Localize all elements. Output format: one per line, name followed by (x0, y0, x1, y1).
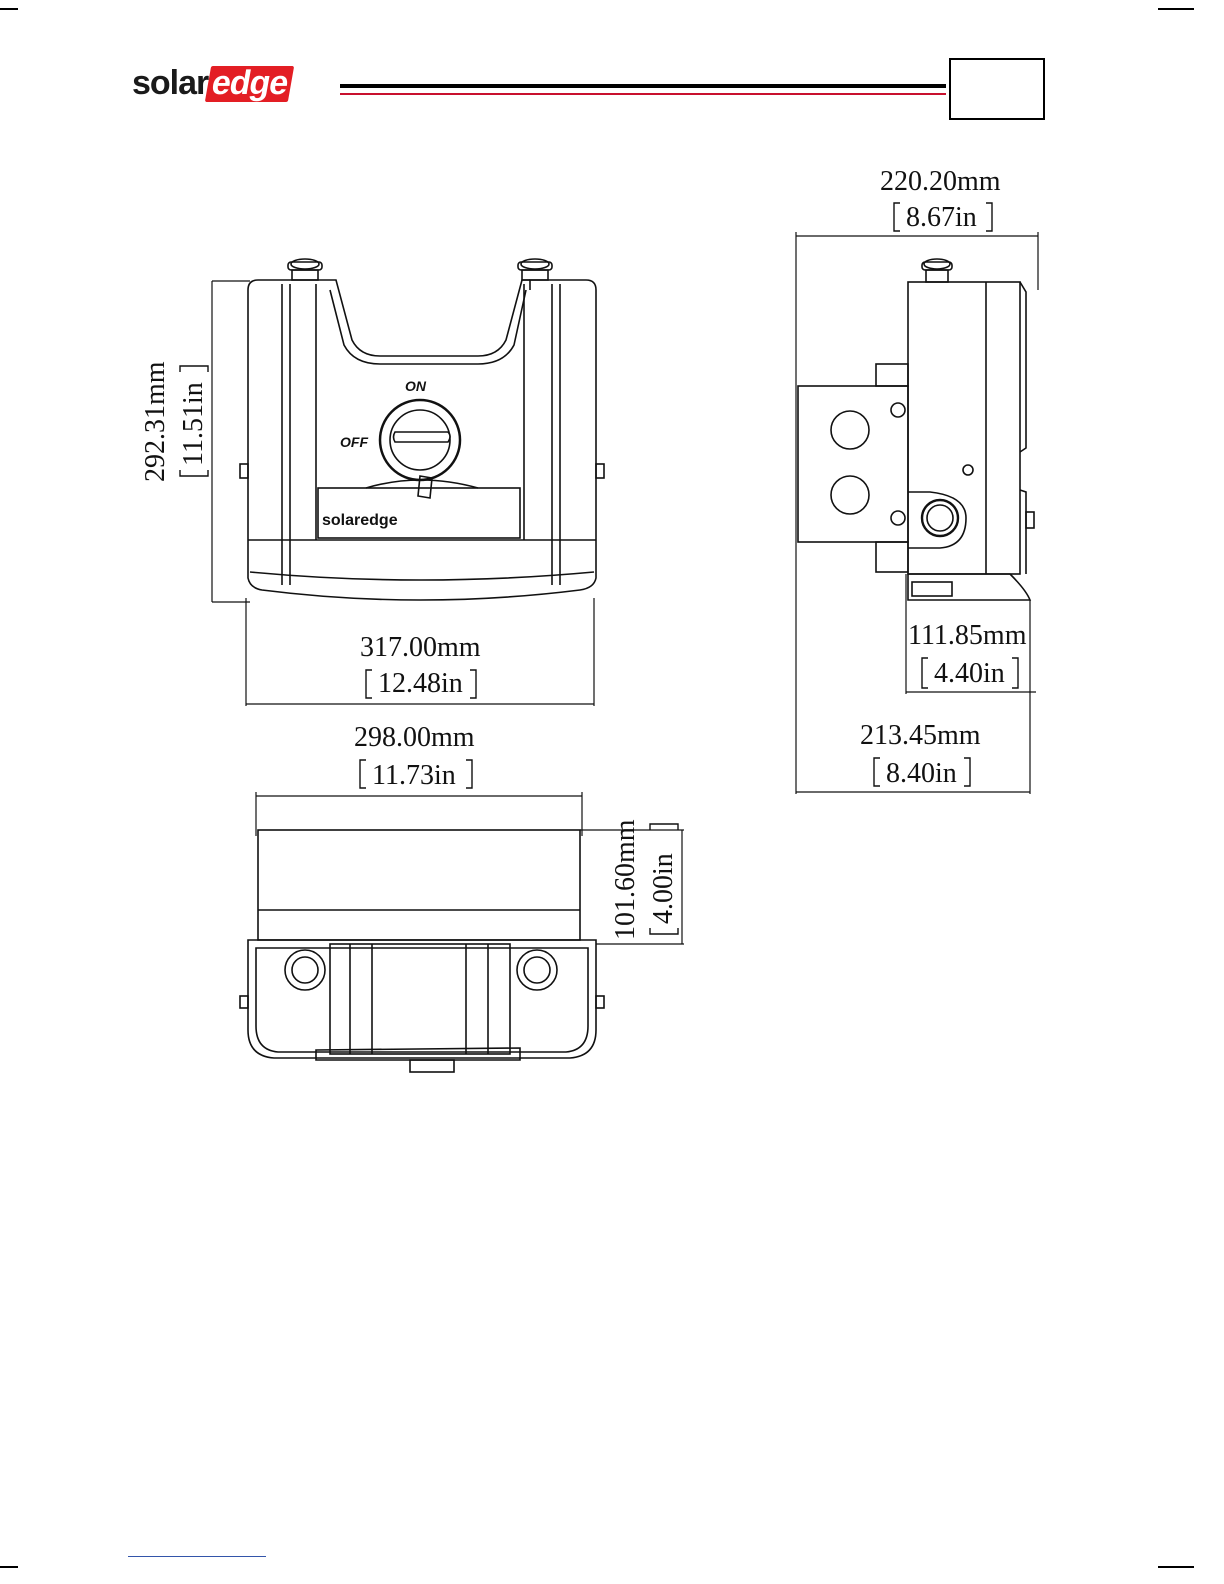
bottom-height-in: 4.00in (650, 853, 678, 924)
footer-link-underline (128, 1556, 266, 1557)
front-height-mm: 292.31mm (142, 361, 170, 482)
front-width-mm: 317.00mm (360, 634, 481, 662)
front-width-in: 12.48in (378, 670, 463, 698)
side-view-dimensions (796, 232, 1038, 794)
side-bottom-width-in: 8.40in (886, 760, 957, 788)
side-inner-width-mm: 111.85mm (908, 622, 1026, 650)
dimension-brackets (180, 203, 1018, 934)
side-view-enclosure (798, 259, 1034, 600)
bottom-width-mm: 298.00mm (354, 724, 475, 752)
side-bottom-width-mm: 213.45mm (860, 722, 981, 750)
side-top-width-in: 8.67in (906, 204, 977, 232)
bottom-width-in: 11.73in (372, 762, 456, 790)
side-inner-width-in: 4.40in (934, 660, 1005, 688)
switch-on-label: ON (405, 378, 426, 394)
side-top-width-mm: 220.20mm (880, 168, 1001, 196)
device-brand-label: solaredge (322, 512, 398, 530)
front-view-enclosure (240, 259, 604, 600)
bottom-height-mm: 101.60mm (612, 819, 640, 940)
front-height-in: 11.51in (180, 382, 208, 466)
bottom-view-enclosure (240, 830, 604, 1072)
switch-off-label: OFF (340, 434, 368, 450)
